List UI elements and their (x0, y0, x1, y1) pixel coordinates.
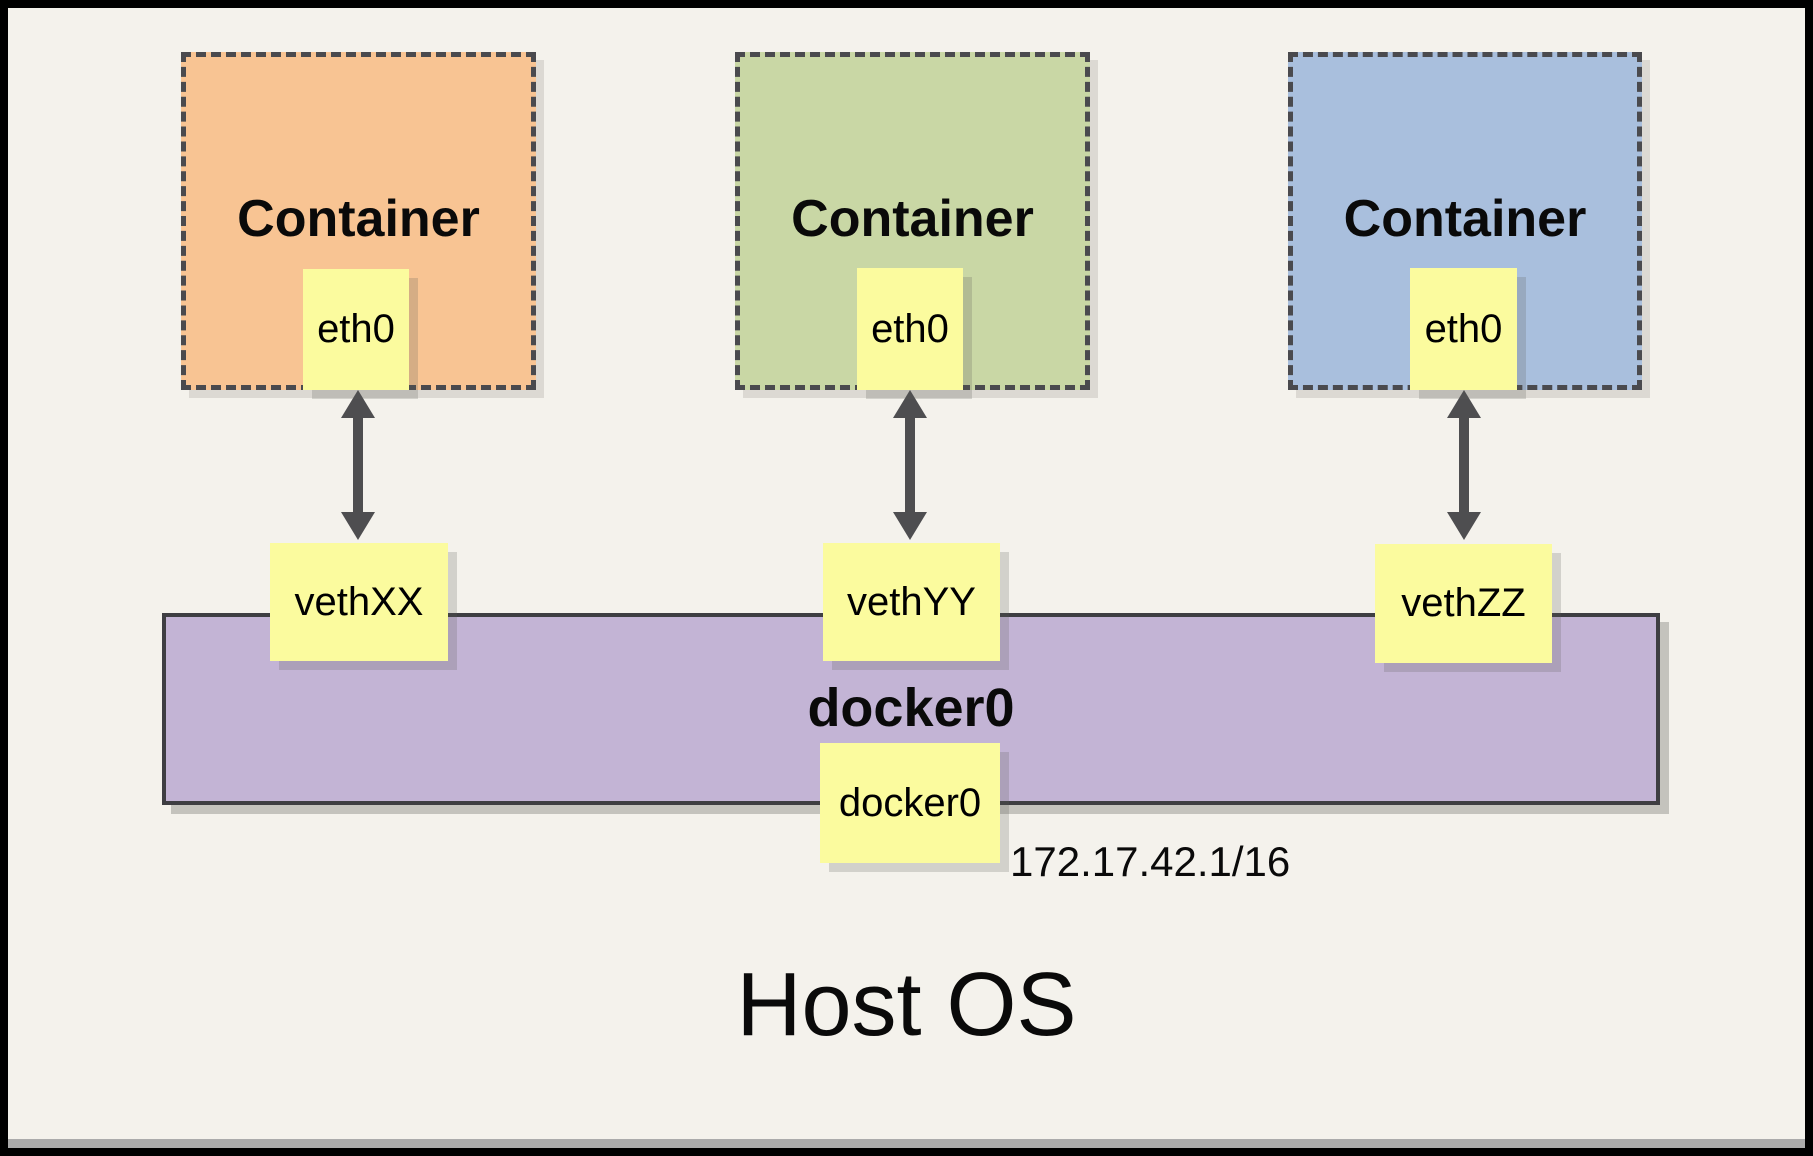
docker0-interface-box: docker0 (820, 743, 1000, 863)
double-arrow-icon-1 (341, 390, 375, 540)
double-arrow-icon-3 (1447, 390, 1481, 540)
container-title-3: Container (1343, 190, 1587, 248)
bridge-ip-address: 172.17.42.1/16 (1010, 838, 1291, 885)
eth0-label-1: eth0 (317, 307, 395, 351)
veth-label-1: vethXX (294, 579, 424, 624)
docker0-bridge-title: docker0 (807, 678, 1015, 738)
eth0-label-2: eth0 (871, 306, 949, 351)
veth-box-2: vethYY (823, 543, 1000, 661)
host-os-label: Host OS (736, 955, 1077, 1055)
veth-box-1: vethXX (270, 543, 448, 661)
veth-label-3: vethZZ (1401, 581, 1526, 625)
veth-label-2: vethYY (847, 579, 976, 624)
eth0-box-1: eth0 (303, 269, 409, 390)
double-arrow-icon-2 (893, 390, 927, 540)
container-title-1: Container (237, 190, 480, 248)
page-bottom-shadow (8, 1139, 1805, 1148)
container-title-2: Container (791, 190, 1034, 248)
veth-box-3: vethZZ (1375, 544, 1552, 663)
eth0-label-3: eth0 (1424, 306, 1503, 351)
docker0-interface-label: docker0 (838, 780, 982, 825)
eth0-box-3: eth0 (1410, 268, 1517, 390)
eth0-box-2: eth0 (857, 268, 963, 390)
